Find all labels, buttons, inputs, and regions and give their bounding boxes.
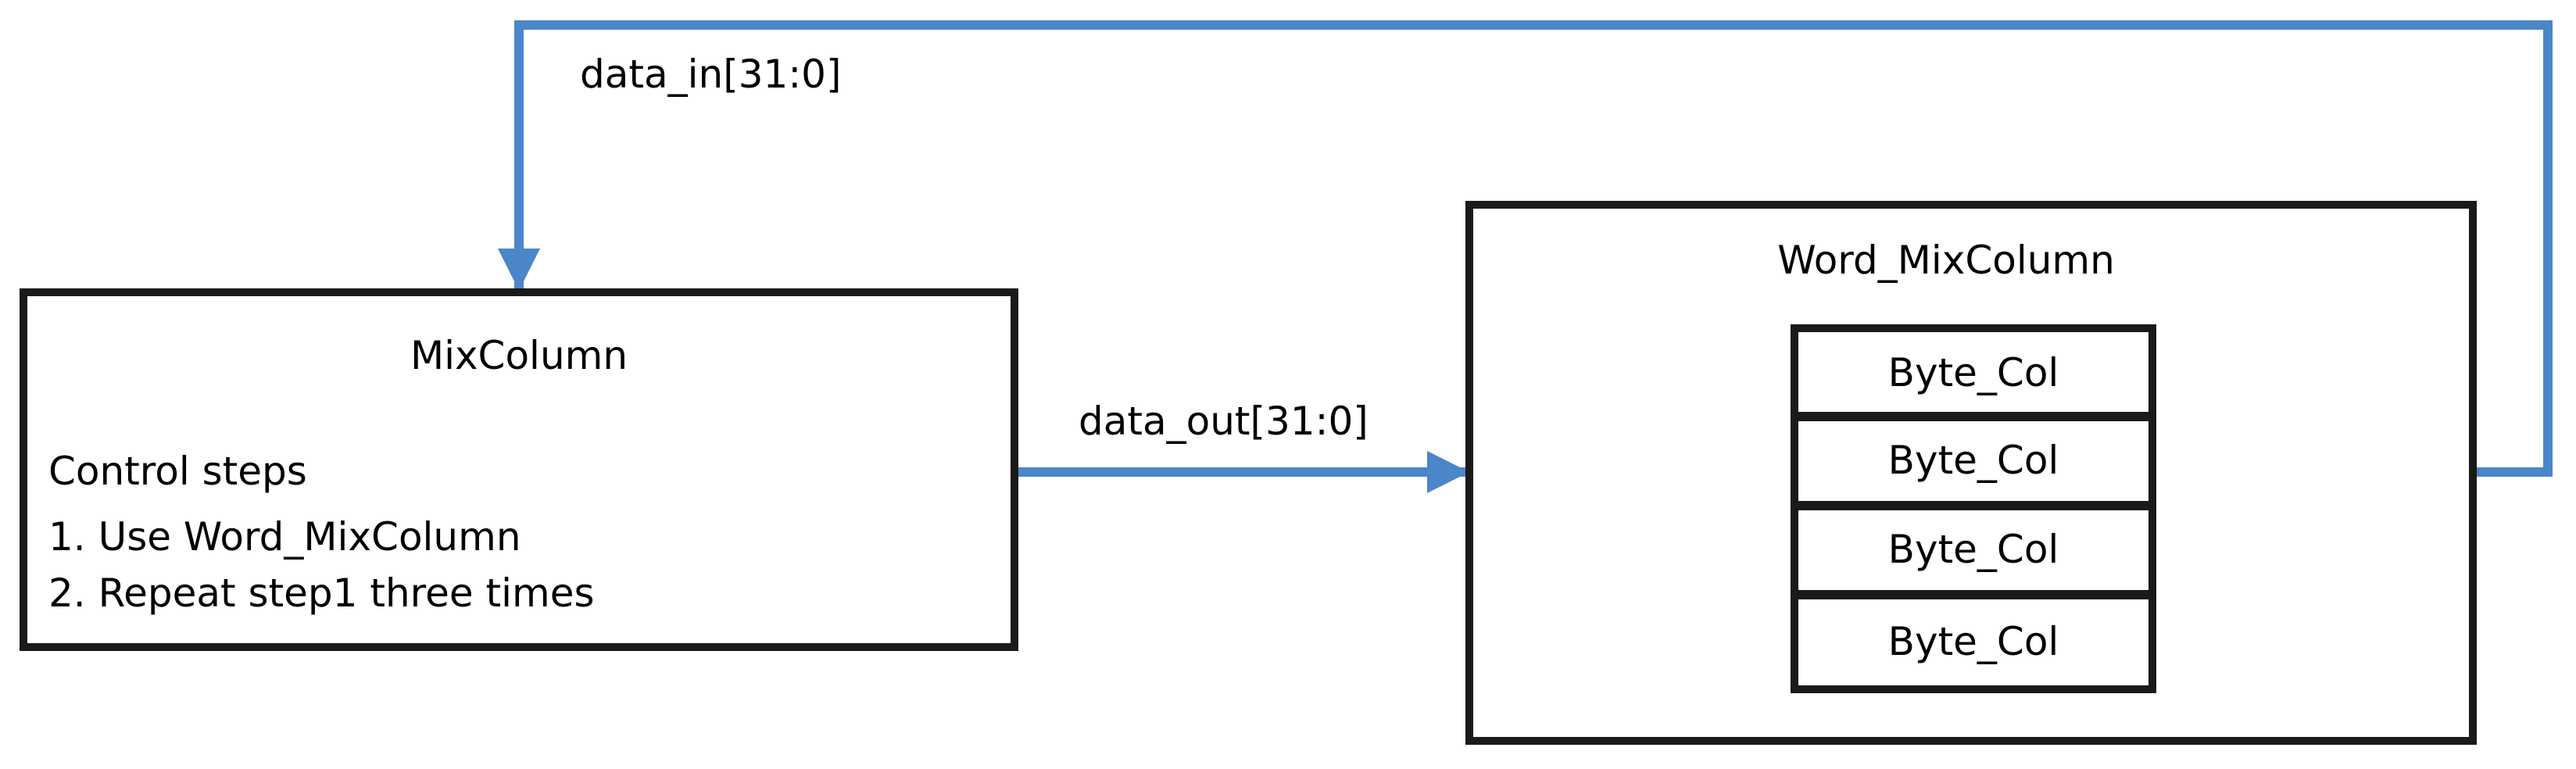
word-mixcolumn-title: Word_MixColumn: [1777, 238, 2115, 283]
mixcolumn-title: MixColumn: [410, 333, 628, 378]
mixcolumn-step-1: 1. Use Word_MixColumn: [48, 514, 521, 560]
mixcolumn-step-heading: Control steps: [48, 449, 307, 494]
byte-col-box: [1791, 592, 2156, 693]
byte-col-label: Byte_Col: [1888, 527, 2059, 572]
mixcolumn-step-2: 2. Repeat step1 three times: [48, 570, 595, 616]
byte-col-block-2: Byte_Col: [1791, 413, 2156, 509]
data-in-feedback-wire: [498, 20, 2553, 477]
byte-col-block-3: Byte_Col: [1791, 503, 2156, 598]
byte-col-label: Byte_Col: [1888, 350, 2059, 395]
mixcolumn-block: [20, 288, 1018, 651]
byte-col-block-1: Byte_Col: [1791, 324, 2156, 420]
data-in-label: data_in[31:0]: [580, 52, 842, 97]
byte-col-box: [1791, 503, 2156, 598]
byte-col-block-4: Byte_Col: [1791, 592, 2156, 693]
byte-col-box: [1791, 324, 2156, 420]
byte-col-label: Byte_Col: [1888, 438, 2059, 483]
byte-col-label: Byte_Col: [1888, 619, 2059, 664]
data-out-label: data_out[31:0]: [1079, 399, 1368, 444]
